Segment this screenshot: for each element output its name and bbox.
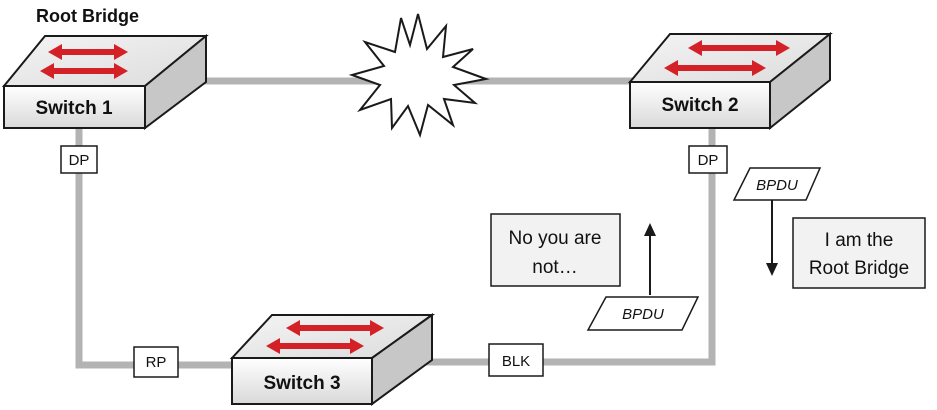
- link-switch1-switch3: [75, 128, 240, 369]
- bpdu-up-arrow-icon: [644, 223, 656, 295]
- switch-2[interactable]: Switch 2: [627, 31, 833, 131]
- link-failure-burst-icon: [348, 13, 490, 139]
- svg-text:BLK: BLK: [502, 353, 530, 370]
- claim-note-line2: Root Bridge: [809, 258, 909, 279]
- port-rp-switch3: RP: [133, 346, 179, 378]
- reply-note-line2: not…: [532, 257, 577, 278]
- claim-note: I am the Root Bridge: [792, 217, 926, 289]
- switch-2-label: Switch 2: [661, 95, 738, 116]
- switch-2-arrows-icon: [664, 40, 790, 76]
- svg-text:RP: RP: [146, 354, 167, 371]
- reply-note-line1: No you are: [509, 228, 602, 249]
- claim-note-line1: I am the: [825, 230, 894, 251]
- switch-3-arrows-icon: [266, 320, 384, 354]
- bpdu-down-arrow-icon: [766, 200, 778, 276]
- root-bridge-title: Root Bridge: [36, 6, 139, 26]
- switch-3[interactable]: Switch 3: [229, 313, 436, 406]
- switch-1-label: Switch 1: [35, 98, 113, 119]
- svg-text:BPDU: BPDU: [622, 306, 664, 323]
- svg-text:DP: DP: [698, 152, 719, 169]
- bpdu-upper: BPDU: [732, 167, 822, 201]
- port-dp-switch1: DP: [60, 145, 98, 174]
- switch-1-arrows-icon: [40, 44, 128, 79]
- bpdu-lower: BPDU: [586, 296, 700, 331]
- svg-text:BPDU: BPDU: [756, 177, 798, 194]
- switch-3-label: Switch 3: [263, 373, 340, 394]
- port-dp-switch2: DP: [688, 145, 728, 174]
- svg-text:DP: DP: [69, 152, 90, 169]
- switch-1[interactable]: Switch 1: [1, 33, 209, 131]
- port-blk-switch3: BLK: [488, 343, 544, 377]
- reply-note: No you are not…: [490, 213, 621, 287]
